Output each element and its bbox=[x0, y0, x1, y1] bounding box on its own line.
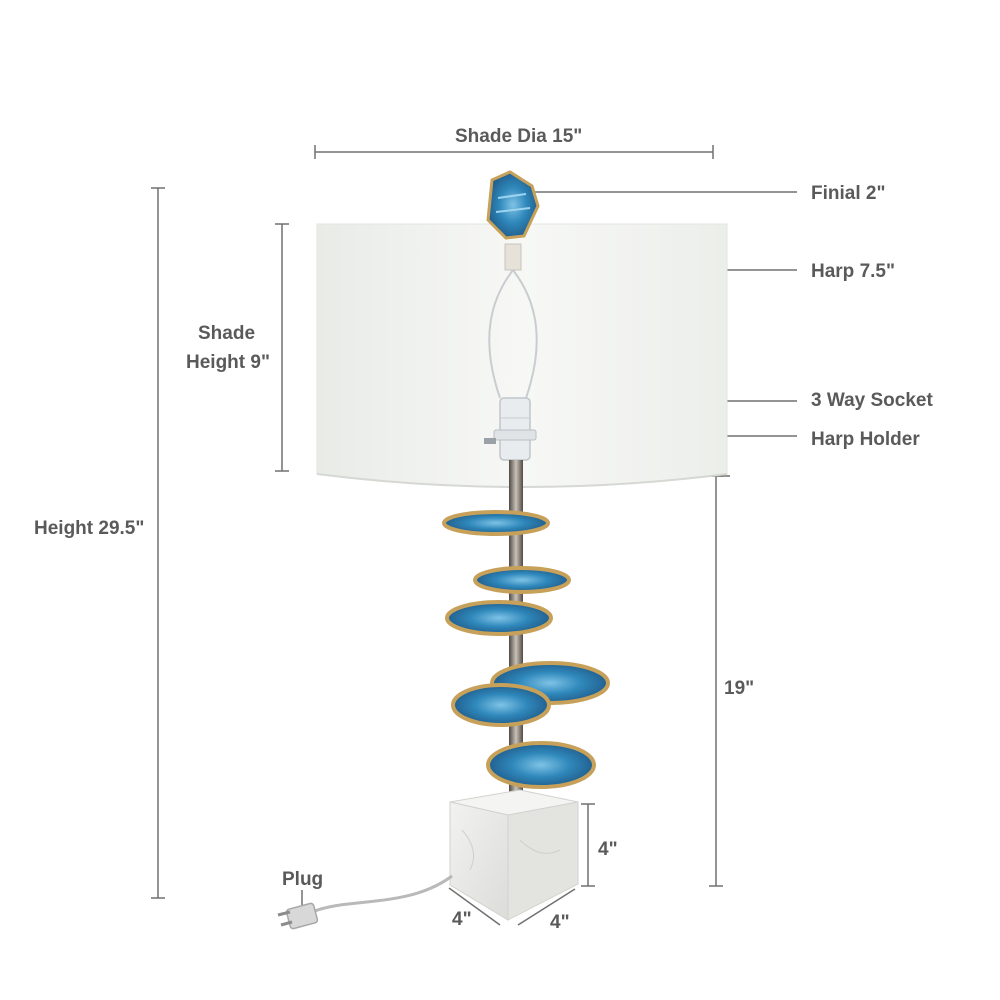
plug-label: Plug bbox=[282, 869, 324, 890]
base-depth-label: 4" bbox=[550, 912, 570, 933]
agate-slices bbox=[442, 510, 610, 789]
base-width-label: 4" bbox=[452, 909, 472, 930]
finial-label: Finial 2" bbox=[811, 183, 886, 204]
total-height-label: Height 29.5" bbox=[34, 518, 145, 539]
harp-holder bbox=[493, 429, 537, 441]
agate-slice bbox=[473, 566, 571, 594]
agate-slice bbox=[451, 683, 551, 727]
socket-label: 3 Way Socket bbox=[811, 390, 933, 411]
base-depth-line bbox=[517, 888, 576, 926]
agate-slice bbox=[442, 510, 550, 536]
shade-height-label-line1: Shade bbox=[198, 323, 256, 344]
marble-base bbox=[449, 789, 579, 921]
base-height-label: 4" bbox=[598, 839, 618, 860]
socket bbox=[499, 397, 531, 461]
agate-finial-icon bbox=[486, 170, 540, 240]
harp-label: Harp 7.5" bbox=[811, 261, 895, 282]
base-to-shade-label: 19" bbox=[724, 678, 755, 699]
shade-height-label-line2: Height 9" bbox=[186, 352, 270, 373]
harp bbox=[488, 269, 538, 399]
agate-slice bbox=[445, 600, 553, 636]
base-width-line bbox=[448, 887, 501, 926]
harp-holder-label: Harp Holder bbox=[811, 429, 920, 450]
shade-diameter-label: Shade Dia 15" bbox=[455, 126, 583, 147]
power-cord bbox=[304, 874, 453, 917]
plug-icon bbox=[277, 902, 319, 930]
agate-slice bbox=[486, 741, 596, 789]
